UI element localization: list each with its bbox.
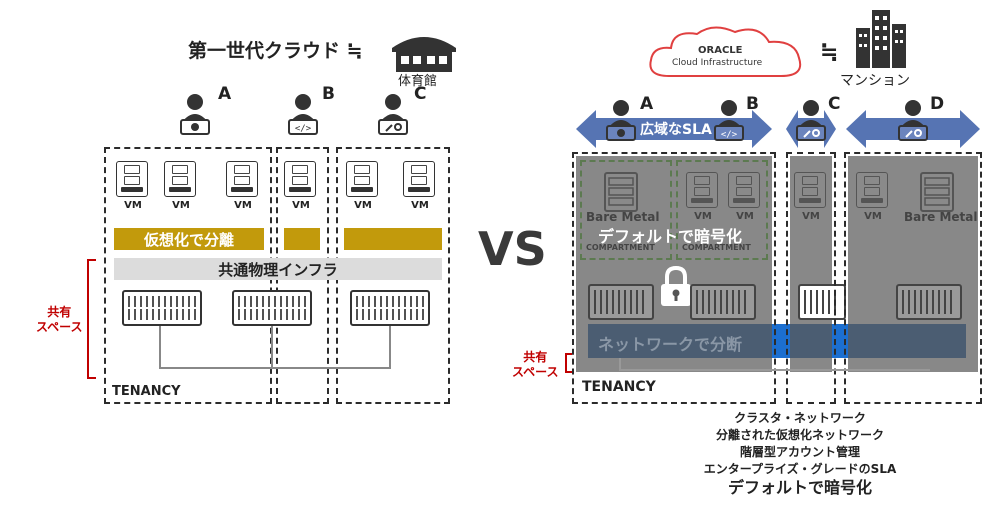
mansion-label: マンション xyxy=(840,73,910,89)
server-rack-icon xyxy=(690,284,756,320)
server-rack-icon xyxy=(896,284,962,320)
user-b-letter-right: B xyxy=(746,94,759,114)
vm-icon: VM xyxy=(116,161,150,211)
network-label: ネットワークで分断 xyxy=(598,335,743,354)
virtualization-bar-c xyxy=(344,228,442,250)
shared-space-label: 共有スペース xyxy=(36,305,83,334)
user-d-letter-right: D xyxy=(930,94,945,114)
user-tools-icon xyxy=(796,100,826,141)
network-connection-line xyxy=(619,358,930,371)
server-rack-icon xyxy=(588,284,654,320)
user-c-letter-left: C xyxy=(414,84,427,104)
oracle-cloud-icon xyxy=(649,26,802,77)
virtualization-bar: 仮想化で分離 xyxy=(114,228,264,250)
user-developer-icon: </> xyxy=(714,100,744,141)
feature-item: 階層型アカウント管理 xyxy=(739,445,860,459)
left-title: 第一世代クラウド ≒ xyxy=(188,40,363,62)
user-finance-icon xyxy=(606,100,636,141)
approx-symbol: ≒ xyxy=(820,40,839,65)
shared-space-label: 共有スペース xyxy=(512,350,559,379)
gym-building-icon xyxy=(392,37,456,72)
vm-icon: VM xyxy=(686,172,720,222)
vm-icon: VM xyxy=(164,161,198,211)
right-tenancy-d xyxy=(844,152,982,404)
feature-list: クラスタ・ネットワーク 分離された仮想化ネットワーク 階層型アカウント管理 エン… xyxy=(650,410,950,498)
compartment-label: COMPARTMENT xyxy=(682,243,751,252)
vm-icon: VM xyxy=(403,161,437,211)
right-tenancy-c xyxy=(786,152,836,404)
vm-icon: VM xyxy=(794,172,828,222)
vm-icon: VM xyxy=(284,161,318,211)
vm-icon: VM xyxy=(346,161,380,211)
server-rack-icon xyxy=(122,290,202,326)
compartment-box-2 xyxy=(676,160,768,260)
svg-text:</>: </> xyxy=(721,130,738,140)
compartment-box-1 xyxy=(580,160,672,260)
compartment-label: COMPARTMENT xyxy=(586,243,655,252)
virtualization-bar-b xyxy=(284,228,320,250)
shared-infra-bar: 共通物理インフラ xyxy=(114,258,442,280)
server-rack-icon xyxy=(232,290,312,326)
vm-icon: VM xyxy=(856,172,890,222)
sla-label: 広域なSLA xyxy=(640,122,712,138)
bare-metal-label: Bare Metal xyxy=(586,210,660,224)
bare-metal-server-icon xyxy=(604,172,638,212)
mansion-building-icon xyxy=(856,10,906,68)
shared-space-bracket xyxy=(565,353,572,373)
svg-text:</>: </> xyxy=(295,124,312,134)
lock-icon xyxy=(661,266,691,306)
encryption-overlay-label: デフォルトで暗号化 xyxy=(598,227,743,246)
feature-item: エンタープライズ・グレードのSLA xyxy=(703,462,897,476)
user-a-letter-right: A xyxy=(640,94,654,114)
user-tools-icon xyxy=(898,100,928,141)
oracle-label: ORACLE xyxy=(698,45,743,56)
user-c-letter-right: C xyxy=(828,94,841,114)
feature-item: 分離された仮想化ネットワーク xyxy=(715,428,884,442)
user-a-letter-left: A xyxy=(218,84,232,104)
right-tenancy-label: TENANCY xyxy=(582,379,656,395)
shared-space-bracket xyxy=(87,259,96,379)
gym-label: 体育館 xyxy=(398,74,438,89)
bare-metal-label: Bare Metal xyxy=(904,210,978,224)
oracle-sub-label: Cloud Infrastructure xyxy=(672,58,763,68)
network-band-highlight xyxy=(772,324,790,358)
vs-label: VS xyxy=(478,222,547,276)
right-tenancy-ab xyxy=(572,152,776,404)
feature-item: クラスタ・ネットワーク xyxy=(734,411,866,425)
vm-icon: VM xyxy=(728,172,762,222)
user-developer-icon: </> xyxy=(288,94,318,135)
network-connection-line xyxy=(159,326,391,369)
user-finance-icon xyxy=(180,94,210,135)
server-rack-icon xyxy=(350,290,430,326)
left-tenancy-label: TENANCY xyxy=(112,384,181,399)
user-b-letter-left: B xyxy=(322,84,335,104)
user-tools-icon xyxy=(378,94,408,135)
vm-icon: VM xyxy=(226,161,260,211)
feature-emphasis: デフォルトで暗号化 xyxy=(727,478,872,497)
bare-metal-server-icon xyxy=(920,172,954,212)
